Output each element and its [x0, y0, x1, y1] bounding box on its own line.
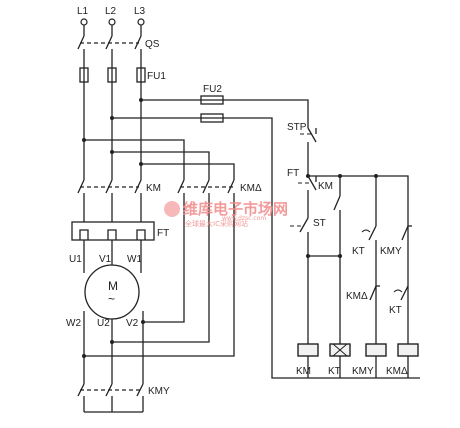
terminal-l3 [137, 18, 145, 26]
label-v1: V1 [99, 254, 112, 265]
fuses-fu2: FU2 [200, 84, 309, 379]
coil-km [297, 343, 319, 357]
terminal-l2 [108, 18, 116, 26]
label-v2: V2 [126, 318, 139, 329]
delta-contactor-kmd: KMΔ [84, 179, 262, 357]
label-fu2: FU2 [203, 84, 222, 95]
supply-terminals: L1 L2 L3 [77, 6, 146, 26]
main-contactor-km: KM [77, 179, 161, 222]
label-st: ST [313, 218, 326, 229]
label-ft-contact: FT [287, 168, 299, 179]
label-l1: L1 [77, 6, 89, 17]
label-kt-contact2: KT [389, 305, 402, 316]
terminal-l1 [80, 18, 88, 26]
watermark: 维库电子市场网 全球最大IC采购网站 www.dzsc.com [164, 200, 288, 228]
coil-kmy [365, 343, 387, 357]
label-ft-relay: FT [157, 228, 169, 239]
label-km-main: KM [146, 183, 161, 194]
label-fu1: FU1 [147, 71, 166, 82]
label-w2: W2 [66, 318, 81, 329]
label-km-aux: KM [318, 181, 333, 192]
coil-label-kmy: KMY [352, 366, 374, 377]
watermark-url: www.dzsc.com [222, 215, 266, 222]
coil-kmd [397, 343, 419, 357]
label-u1: U1 [69, 254, 82, 265]
label-w1: W1 [127, 254, 142, 265]
label-kt-contact: KT [352, 246, 365, 257]
coils: KM KT KMY KMΔ [296, 343, 419, 377]
control-circuit: STP FT ST KM KT [287, 122, 420, 379]
fuses-fu1: FU1 [79, 67, 166, 83]
main-bus [82, 82, 235, 180]
coil-label-kmd: KMΔ [386, 366, 408, 377]
label-kmy-main: KMY [148, 386, 170, 397]
star-contactor-kmy: KMY [77, 383, 170, 413]
label-kmd-main: KMΔ [240, 183, 262, 194]
label-kmy-aux: KMY [380, 246, 402, 257]
watermark-logo-icon [164, 201, 180, 217]
label-stp: STP [287, 122, 307, 133]
watermark-tagline: 全球最大IC采购网站 [185, 219, 248, 228]
label-qs: QS [145, 39, 160, 50]
isolator-switch-qs: QS [77, 25, 160, 68]
label-l3: L3 [134, 6, 146, 17]
label-u2: U2 [97, 318, 110, 329]
thermal-relay-ft: FT [71, 221, 169, 254]
watermark-brand: 维库电子市场网 [183, 200, 288, 218]
coil-label-km: KM [296, 366, 311, 377]
motor: U1 V1 W1 M ~ W2 U2 V2 [66, 254, 145, 384]
motor-name: M [108, 279, 118, 293]
label-kmd-aux: KMΔ [346, 291, 368, 302]
motor-symbol: ~ [108, 292, 115, 306]
label-l2: L2 [105, 6, 117, 17]
coil-label-kt: KT [328, 366, 341, 377]
